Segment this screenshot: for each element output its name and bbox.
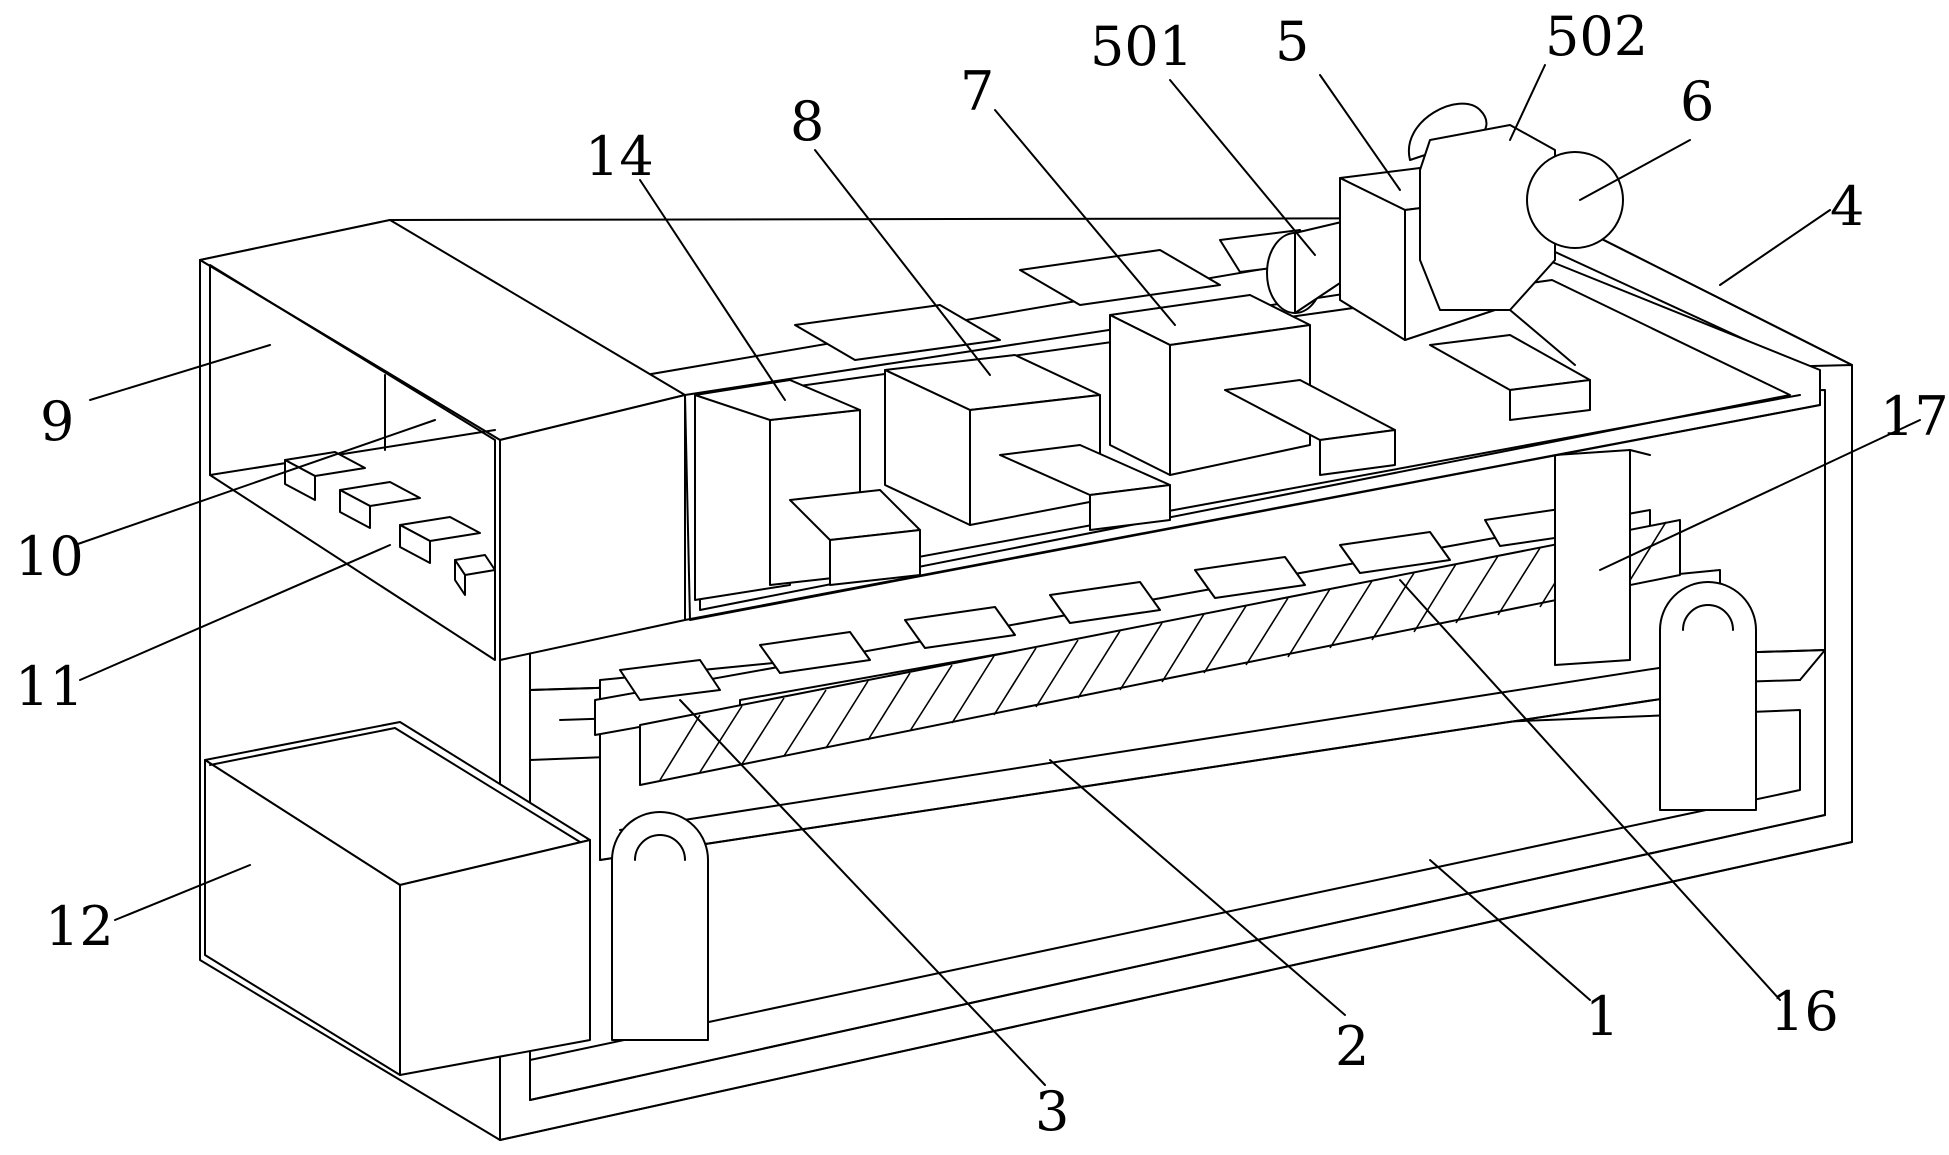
- label-12: 12: [45, 895, 114, 958]
- label-5: 5: [1275, 10, 1309, 73]
- belt-support-left: [611, 811, 709, 1041]
- label-4: 4: [1830, 175, 1864, 238]
- label-501: 501: [1090, 15, 1193, 78]
- label-3: 3: [1035, 1080, 1069, 1143]
- label-9: 9: [40, 390, 74, 453]
- reference-labels: 1 2 3 4 5 501 502 6 7 8 9 10 11 12 14 16…: [15, 5, 1949, 1143]
- leader-lines: [74, 64, 1921, 1086]
- motor-assembly: [1219, 102, 1624, 421]
- workpiece-row: [619, 508, 1576, 701]
- collecting-box: [204, 721, 591, 1076]
- processing-unit-8: [794, 304, 1171, 531]
- label-2: 2: [1335, 1015, 1369, 1078]
- label-502: 502: [1545, 5, 1648, 68]
- label-16: 16: [1770, 980, 1839, 1043]
- label-8: 8: [790, 90, 824, 153]
- label-10: 10: [15, 525, 84, 588]
- label-6: 6: [1680, 70, 1714, 133]
- label-11: 11: [15, 655, 84, 718]
- label-1: 1: [1585, 985, 1619, 1048]
- vertical-post: [1554, 449, 1651, 666]
- label-17: 17: [1880, 385, 1949, 448]
- label-14: 14: [585, 125, 654, 188]
- processing-unit-7: [1019, 249, 1396, 476]
- belt-support-right: [1659, 581, 1757, 811]
- label-7: 7: [960, 60, 994, 123]
- processing-unit-14: [694, 379, 921, 601]
